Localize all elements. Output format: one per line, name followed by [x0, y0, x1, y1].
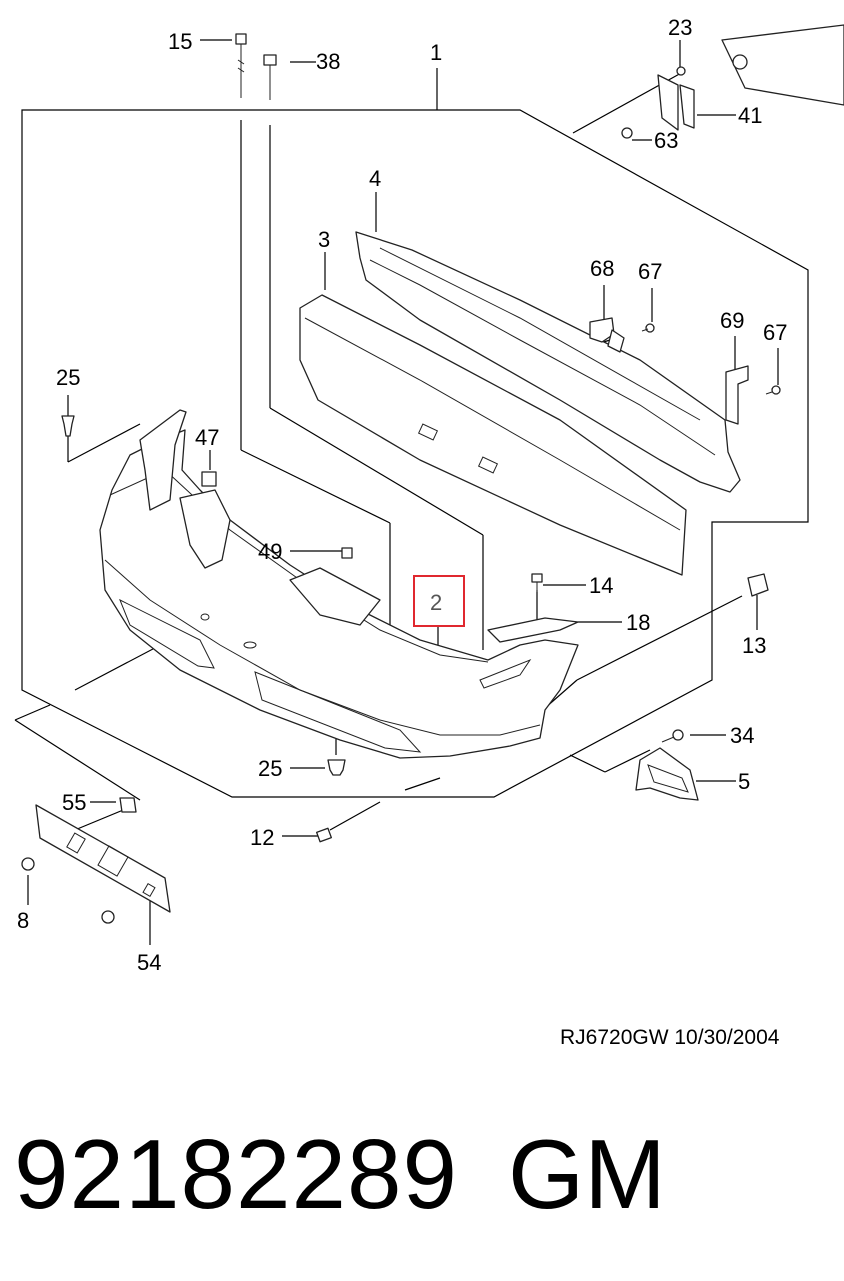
callout-55: 55 [62, 790, 86, 815]
callout-67: 67 [638, 259, 662, 284]
callout-1: 1 [430, 40, 442, 65]
fascia-bumper-2 [99, 409, 579, 759]
callout-63: 63 [654, 128, 678, 153]
impact-bar-3 [299, 294, 687, 576]
callout-41: 41 [738, 103, 762, 128]
energy-absorber-4 [355, 231, 741, 493]
part-number: 92182289 [14, 1119, 459, 1229]
callout-25: 25 [56, 365, 80, 390]
callout-14: 14 [589, 573, 613, 598]
callout-4: 4 [369, 166, 381, 191]
screw-34 [661, 729, 684, 743]
brand-label: GM [508, 1119, 666, 1229]
bracket-69 [725, 365, 749, 425]
callout-67: 67 [763, 320, 787, 345]
fog-lamp-cover-5 [635, 747, 699, 801]
callout-labels: 15 38 1 23 41 63 4 3 68 67 69 67 25 47 4… [17, 15, 787, 975]
callout-2-highlight-box [413, 575, 465, 627]
clip-25-upper [61, 415, 75, 437]
callout-5: 5 [738, 769, 750, 794]
callout-38: 38 [316, 49, 340, 74]
bracket-68 [589, 317, 625, 353]
nut-13 [747, 573, 769, 597]
clip-47 [201, 471, 217, 487]
callout-8: 8 [17, 908, 29, 933]
callout-18: 18 [626, 610, 650, 635]
callout-12: 12 [250, 825, 274, 850]
callout-15: 15 [168, 29, 192, 54]
screw-67b [765, 385, 781, 395]
callout-47: 47 [195, 425, 219, 450]
screw-67a [641, 323, 655, 333]
side-bracket-18 [487, 617, 579, 643]
callout-25: 25 [258, 756, 282, 781]
clip-25-lower [327, 759, 346, 776]
callout-13: 13 [742, 633, 766, 658]
mounting-bracket-41 [621, 66, 695, 139]
callout-2: 2 [430, 590, 442, 615]
frame-rail-end [721, 24, 844, 106]
bolt-38 [263, 54, 277, 100]
license-plate-bracket-54 [21, 797, 171, 924]
callout-3: 3 [318, 227, 330, 252]
callout-34: 34 [730, 723, 754, 748]
callout-49: 49 [258, 539, 282, 564]
callout-69: 69 [720, 308, 744, 333]
callout-23: 23 [668, 15, 692, 40]
callout-68: 68 [590, 256, 614, 281]
bolt-15 [235, 33, 247, 98]
screw-12 [316, 827, 332, 843]
bolt-14 [531, 573, 543, 592]
clip-49 [341, 547, 353, 559]
callout-54: 54 [137, 950, 161, 975]
drawing-code: RJ6720GW 10/30/2004 [560, 1026, 780, 1049]
assembly-boundary [21, 68, 809, 798]
